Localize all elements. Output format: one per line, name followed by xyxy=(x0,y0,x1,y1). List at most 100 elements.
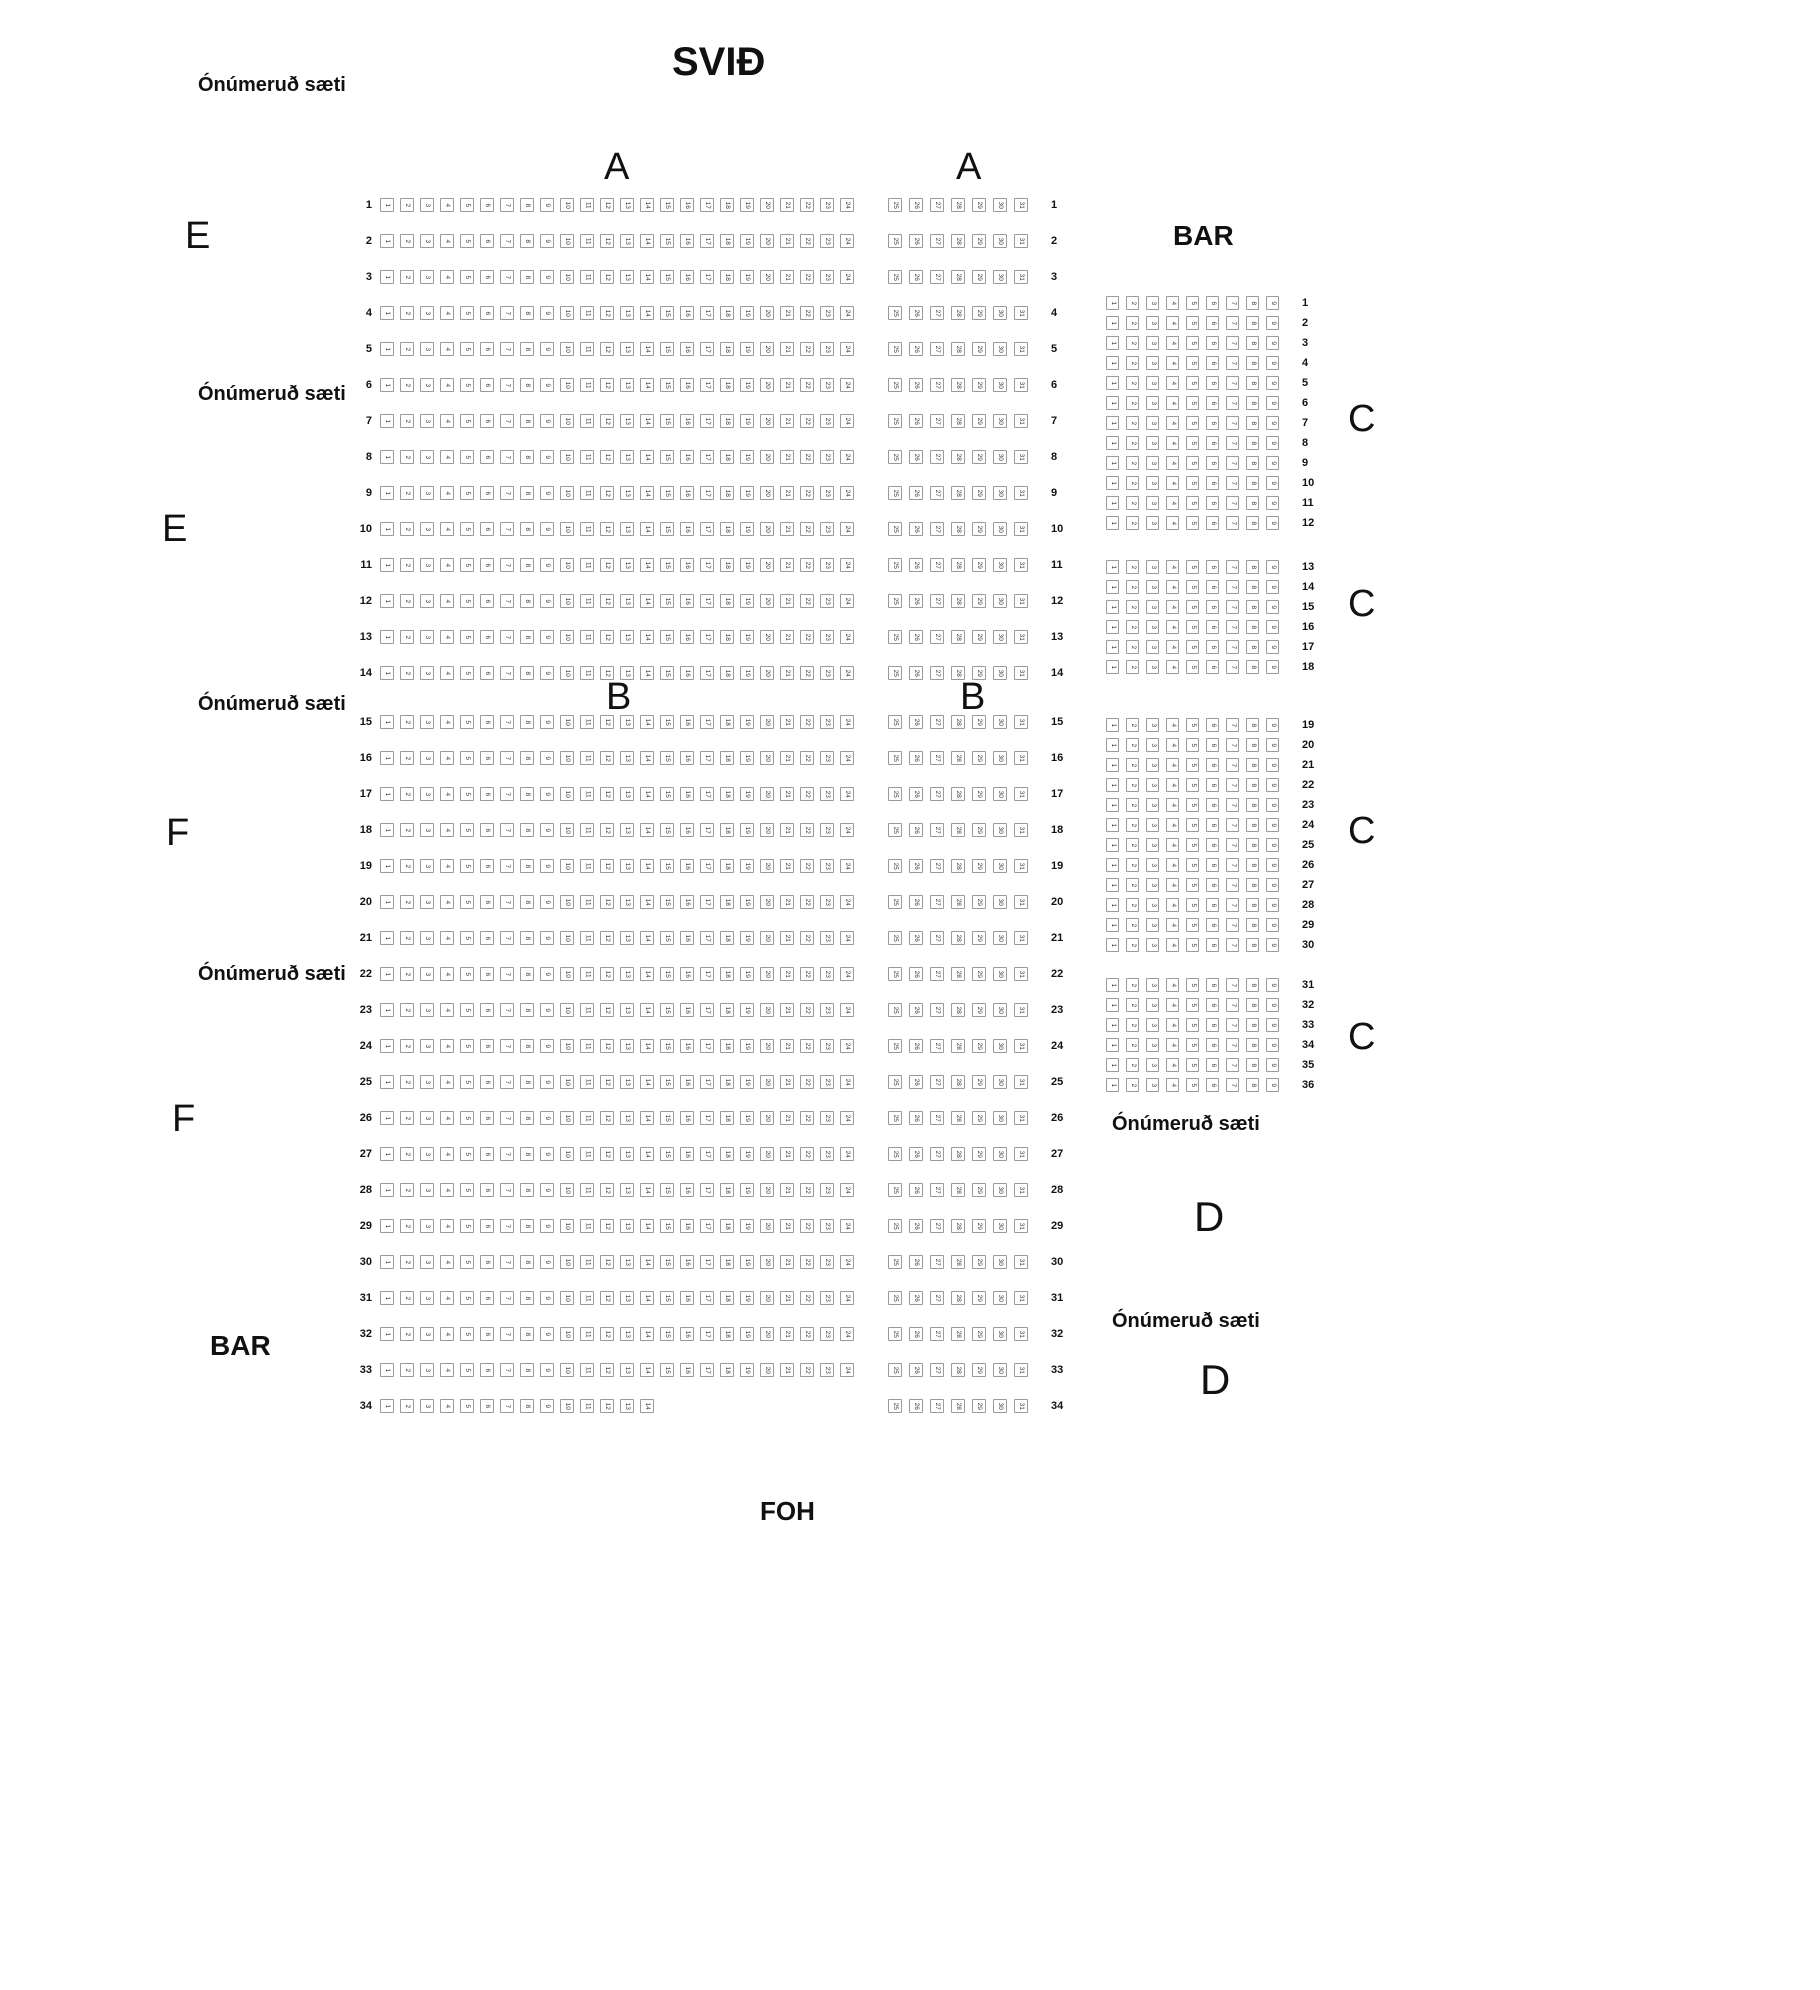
seat-6[interactable]: 6 xyxy=(1206,978,1219,992)
seat-30[interactable]: 30 xyxy=(993,558,1007,572)
seat-8[interactable]: 8 xyxy=(1246,436,1259,450)
seat-8[interactable]: 8 xyxy=(1246,778,1259,792)
seat-8[interactable]: 8 xyxy=(1246,356,1259,370)
seat-25[interactable]: 25 xyxy=(888,558,902,572)
seat-18[interactable]: 18 xyxy=(720,1039,734,1053)
seat-2[interactable]: 2 xyxy=(1126,416,1139,430)
seat-24[interactable]: 24 xyxy=(840,715,854,729)
seat-21[interactable]: 21 xyxy=(780,1039,794,1053)
seat-22[interactable]: 22 xyxy=(800,594,814,608)
seat-14[interactable]: 14 xyxy=(640,931,654,945)
seat-13[interactable]: 13 xyxy=(620,378,634,392)
seat-12[interactable]: 12 xyxy=(600,823,614,837)
seat-8[interactable]: 8 xyxy=(520,931,534,945)
seat-23[interactable]: 23 xyxy=(820,630,834,644)
seat-13[interactable]: 13 xyxy=(620,558,634,572)
seat-4[interactable]: 4 xyxy=(440,522,454,536)
seat-8[interactable]: 8 xyxy=(1246,396,1259,410)
seat-22[interactable]: 22 xyxy=(800,1111,814,1125)
seat-7[interactable]: 7 xyxy=(1226,640,1239,654)
seat-12[interactable]: 12 xyxy=(600,1039,614,1053)
seat-2[interactable]: 2 xyxy=(400,1255,414,1269)
seat-30[interactable]: 30 xyxy=(993,1003,1007,1017)
seat-4[interactable]: 4 xyxy=(1166,818,1179,832)
seat-4[interactable]: 4 xyxy=(1166,316,1179,330)
seat-23[interactable]: 23 xyxy=(820,1075,834,1089)
seat-7[interactable]: 7 xyxy=(500,1075,514,1089)
seat-7[interactable]: 7 xyxy=(500,450,514,464)
seat-3[interactable]: 3 xyxy=(1146,600,1159,614)
seat-26[interactable]: 26 xyxy=(909,1039,923,1053)
seat-4[interactable]: 4 xyxy=(440,594,454,608)
seat-1[interactable]: 1 xyxy=(1106,296,1119,310)
seat-5[interactable]: 5 xyxy=(1186,356,1199,370)
seat-21[interactable]: 21 xyxy=(780,666,794,680)
seat-30[interactable]: 30 xyxy=(993,270,1007,284)
seat-5[interactable]: 5 xyxy=(460,1111,474,1125)
seat-1[interactable]: 1 xyxy=(1106,416,1119,430)
seat-6[interactable]: 6 xyxy=(1206,778,1219,792)
seat-2[interactable]: 2 xyxy=(1126,978,1139,992)
seat-5[interactable]: 5 xyxy=(460,378,474,392)
seat-31[interactable]: 31 xyxy=(1014,630,1028,644)
seat-8[interactable]: 8 xyxy=(520,1327,534,1341)
seat-23[interactable]: 23 xyxy=(820,859,834,873)
seat-31[interactable]: 31 xyxy=(1014,1111,1028,1125)
seat-3[interactable]: 3 xyxy=(1146,496,1159,510)
seat-24[interactable]: 24 xyxy=(840,1075,854,1089)
seat-1[interactable]: 1 xyxy=(380,450,394,464)
seat-9[interactable]: 9 xyxy=(1266,778,1279,792)
seat-22[interactable]: 22 xyxy=(800,378,814,392)
seat-22[interactable]: 22 xyxy=(800,1291,814,1305)
seat-2[interactable]: 2 xyxy=(400,1111,414,1125)
seat-1[interactable]: 1 xyxy=(380,823,394,837)
seat-5[interactable]: 5 xyxy=(1186,416,1199,430)
seat-9[interactable]: 9 xyxy=(1266,898,1279,912)
seat-1[interactable]: 1 xyxy=(380,1363,394,1377)
seat-3[interactable]: 3 xyxy=(1146,818,1159,832)
seat-9[interactable]: 9 xyxy=(1266,416,1279,430)
seat-3[interactable]: 3 xyxy=(1146,580,1159,594)
seat-25[interactable]: 25 xyxy=(888,1327,902,1341)
seat-6[interactable]: 6 xyxy=(1206,1078,1219,1092)
seat-16[interactable]: 16 xyxy=(680,1219,694,1233)
seat-21[interactable]: 21 xyxy=(780,1327,794,1341)
seat-9[interactable]: 9 xyxy=(540,1399,554,1413)
seat-2[interactable]: 2 xyxy=(1126,858,1139,872)
seat-14[interactable]: 14 xyxy=(640,558,654,572)
seat-12[interactable]: 12 xyxy=(600,1183,614,1197)
seat-8[interactable]: 8 xyxy=(1246,1018,1259,1032)
seat-20[interactable]: 20 xyxy=(760,378,774,392)
seat-7[interactable]: 7 xyxy=(500,378,514,392)
seat-4[interactable]: 4 xyxy=(1166,978,1179,992)
seat-9[interactable]: 9 xyxy=(1266,1038,1279,1052)
seat-7[interactable]: 7 xyxy=(1226,336,1239,350)
seat-17[interactable]: 17 xyxy=(700,1219,714,1233)
seat-11[interactable]: 11 xyxy=(580,594,594,608)
seat-2[interactable]: 2 xyxy=(1126,938,1139,952)
seat-2[interactable]: 2 xyxy=(400,378,414,392)
seat-4[interactable]: 4 xyxy=(1166,516,1179,530)
seat-21[interactable]: 21 xyxy=(780,414,794,428)
seat-6[interactable]: 6 xyxy=(480,558,494,572)
seat-3[interactable]: 3 xyxy=(1146,436,1159,450)
seat-26[interactable]: 26 xyxy=(909,967,923,981)
seat-5[interactable]: 5 xyxy=(460,859,474,873)
seat-9[interactable]: 9 xyxy=(540,630,554,644)
seat-3[interactable]: 3 xyxy=(420,859,434,873)
seat-22[interactable]: 22 xyxy=(800,666,814,680)
seat-22[interactable]: 22 xyxy=(800,967,814,981)
seat-5[interactable]: 5 xyxy=(1186,1078,1199,1092)
seat-14[interactable]: 14 xyxy=(640,198,654,212)
seat-18[interactable]: 18 xyxy=(720,342,734,356)
seat-8[interactable]: 8 xyxy=(520,1291,534,1305)
seat-22[interactable]: 22 xyxy=(800,931,814,945)
seat-27[interactable]: 27 xyxy=(930,306,944,320)
seat-8[interactable]: 8 xyxy=(1246,516,1259,530)
seat-5[interactable]: 5 xyxy=(460,1039,474,1053)
seat-6[interactable]: 6 xyxy=(480,270,494,284)
seat-3[interactable]: 3 xyxy=(420,486,434,500)
seat-30[interactable]: 30 xyxy=(993,715,1007,729)
seat-6[interactable]: 6 xyxy=(1206,640,1219,654)
seat-30[interactable]: 30 xyxy=(993,1291,1007,1305)
